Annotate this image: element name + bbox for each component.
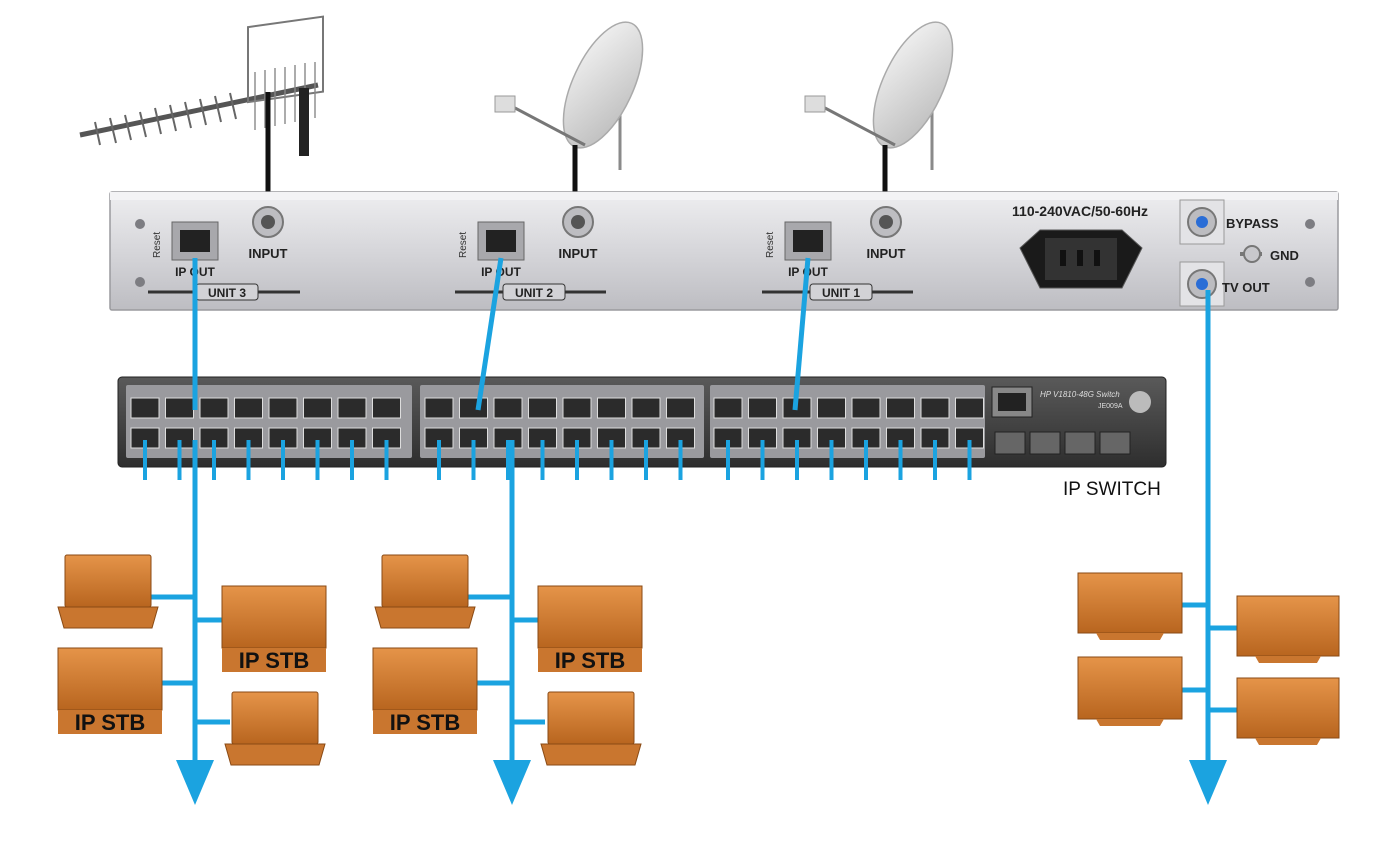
power-inlet[interactable]: [1019, 229, 1143, 289]
unit-name: UNIT 1: [822, 286, 860, 300]
switch-sub-text: JE009A: [1098, 403, 1123, 410]
ethernet-port[interactable]: [955, 397, 984, 419]
switch-port-drops: [143, 440, 972, 480]
ethernet-port[interactable]: [748, 397, 777, 419]
ip-switch: HP V1810-48G Switch JE009A: [117, 376, 1167, 468]
ethernet-port[interactable]: [817, 397, 846, 419]
bypass-connector[interactable]: [1179, 199, 1225, 245]
input-label: INPUT: [559, 246, 598, 261]
ip-stb-label: IP STB: [390, 710, 461, 735]
laptop-icon: [374, 554, 476, 629]
terrestrial-antenna-icon: [79, 15, 324, 156]
ethernet-port[interactable]: [493, 397, 523, 419]
headend-panel: [109, 191, 1339, 311]
laptop-icon: [57, 554, 159, 629]
ethernet-port[interactable]: [303, 397, 332, 419]
down-arrow-icon: [1189, 760, 1227, 805]
power-rating-label: 110-240VAC/50-60Hz: [1012, 203, 1148, 219]
gnd-label: GND: [1270, 248, 1299, 263]
ethernet-port[interactable]: [337, 397, 367, 419]
ethernet-port[interactable]: [199, 397, 229, 419]
ethernet-port[interactable]: [459, 397, 488, 419]
ethernet-port[interactable]: [562, 397, 592, 419]
arrow-heads: [176, 760, 1227, 805]
ethernet-port[interactable]: [597, 397, 626, 419]
ethernet-port[interactable]: [130, 397, 160, 419]
network-cables: [150, 257, 1237, 780]
ip-stb-icon: IP STB: [372, 647, 478, 735]
satellite-dish-icon: [804, 21, 954, 210]
unit-name: UNIT 2: [515, 286, 553, 300]
ip-stb-label: IP STB: [239, 648, 310, 673]
laptop-icon: [540, 691, 642, 766]
ethernet-port[interactable]: [713, 397, 743, 419]
tv-icon: [1236, 595, 1340, 663]
ethernet-port[interactable]: [372, 397, 401, 419]
input-label: INPUT: [249, 246, 288, 261]
ip-stb-icon: IP STB: [57, 647, 163, 735]
input-f-connector[interactable]: [870, 206, 902, 238]
ip-stb-label: IP STB: [75, 710, 146, 735]
ethernet-port[interactable]: [631, 397, 661, 419]
ip-stb-label: IP STB: [555, 648, 626, 673]
reset-label: Reset: [765, 232, 776, 258]
ethernet-port[interactable]: [851, 397, 881, 419]
unit3-panel-section: Reset IP OUT INPUT UNIT 3: [148, 206, 300, 301]
input-f-connector[interactable]: [252, 206, 284, 238]
reset-label: Reset: [458, 232, 469, 258]
ip-out-port[interactable]: [171, 221, 219, 261]
satellite-dish-icon: [494, 21, 644, 210]
unit-name: UNIT 3: [208, 286, 246, 300]
tv-out-label: TV OUT: [1222, 280, 1270, 295]
ethernet-port[interactable]: [528, 397, 557, 419]
ethernet-port[interactable]: [424, 397, 454, 419]
ip-switch-label: IP SWITCH: [1063, 479, 1161, 500]
input-f-connector[interactable]: [562, 206, 594, 238]
laptop-icon: [224, 691, 326, 766]
hp-logo-icon: [1129, 391, 1151, 413]
ethernet-port[interactable]: [886, 397, 915, 419]
tv-icon: [1077, 572, 1183, 640]
ethernet-port[interactable]: [268, 397, 298, 419]
tv-icon: [1236, 677, 1340, 745]
bypass-label: BYPASS: [1226, 216, 1279, 231]
tv-out-connector[interactable]: [1179, 261, 1225, 307]
ethernet-port[interactable]: [666, 397, 695, 419]
unit2-panel-section: Reset IP OUT INPUT UNIT 2: [455, 206, 606, 301]
reset-label: Reset: [152, 232, 163, 258]
tv-icon: [1077, 656, 1183, 726]
switch-model-text: HP V1810-48G Switch: [1040, 390, 1120, 399]
unit1-panel-section: Reset IP OUT INPUT UNIT 1: [762, 206, 913, 301]
ip-out-port[interactable]: [784, 221, 832, 261]
ethernet-port[interactable]: [234, 397, 263, 419]
down-arrow-icon: [176, 760, 214, 805]
down-arrow-icon: [493, 760, 531, 805]
gnd-terminal-icon: [1240, 245, 1262, 263]
ethernet-port[interactable]: [165, 397, 194, 419]
input-label: INPUT: [867, 246, 906, 261]
ip-stb-icon: IP STB: [221, 585, 327, 673]
ip-stb-icon: IP STB: [537, 585, 643, 673]
ip-out-port[interactable]: [477, 221, 525, 261]
ethernet-port[interactable]: [920, 397, 950, 419]
